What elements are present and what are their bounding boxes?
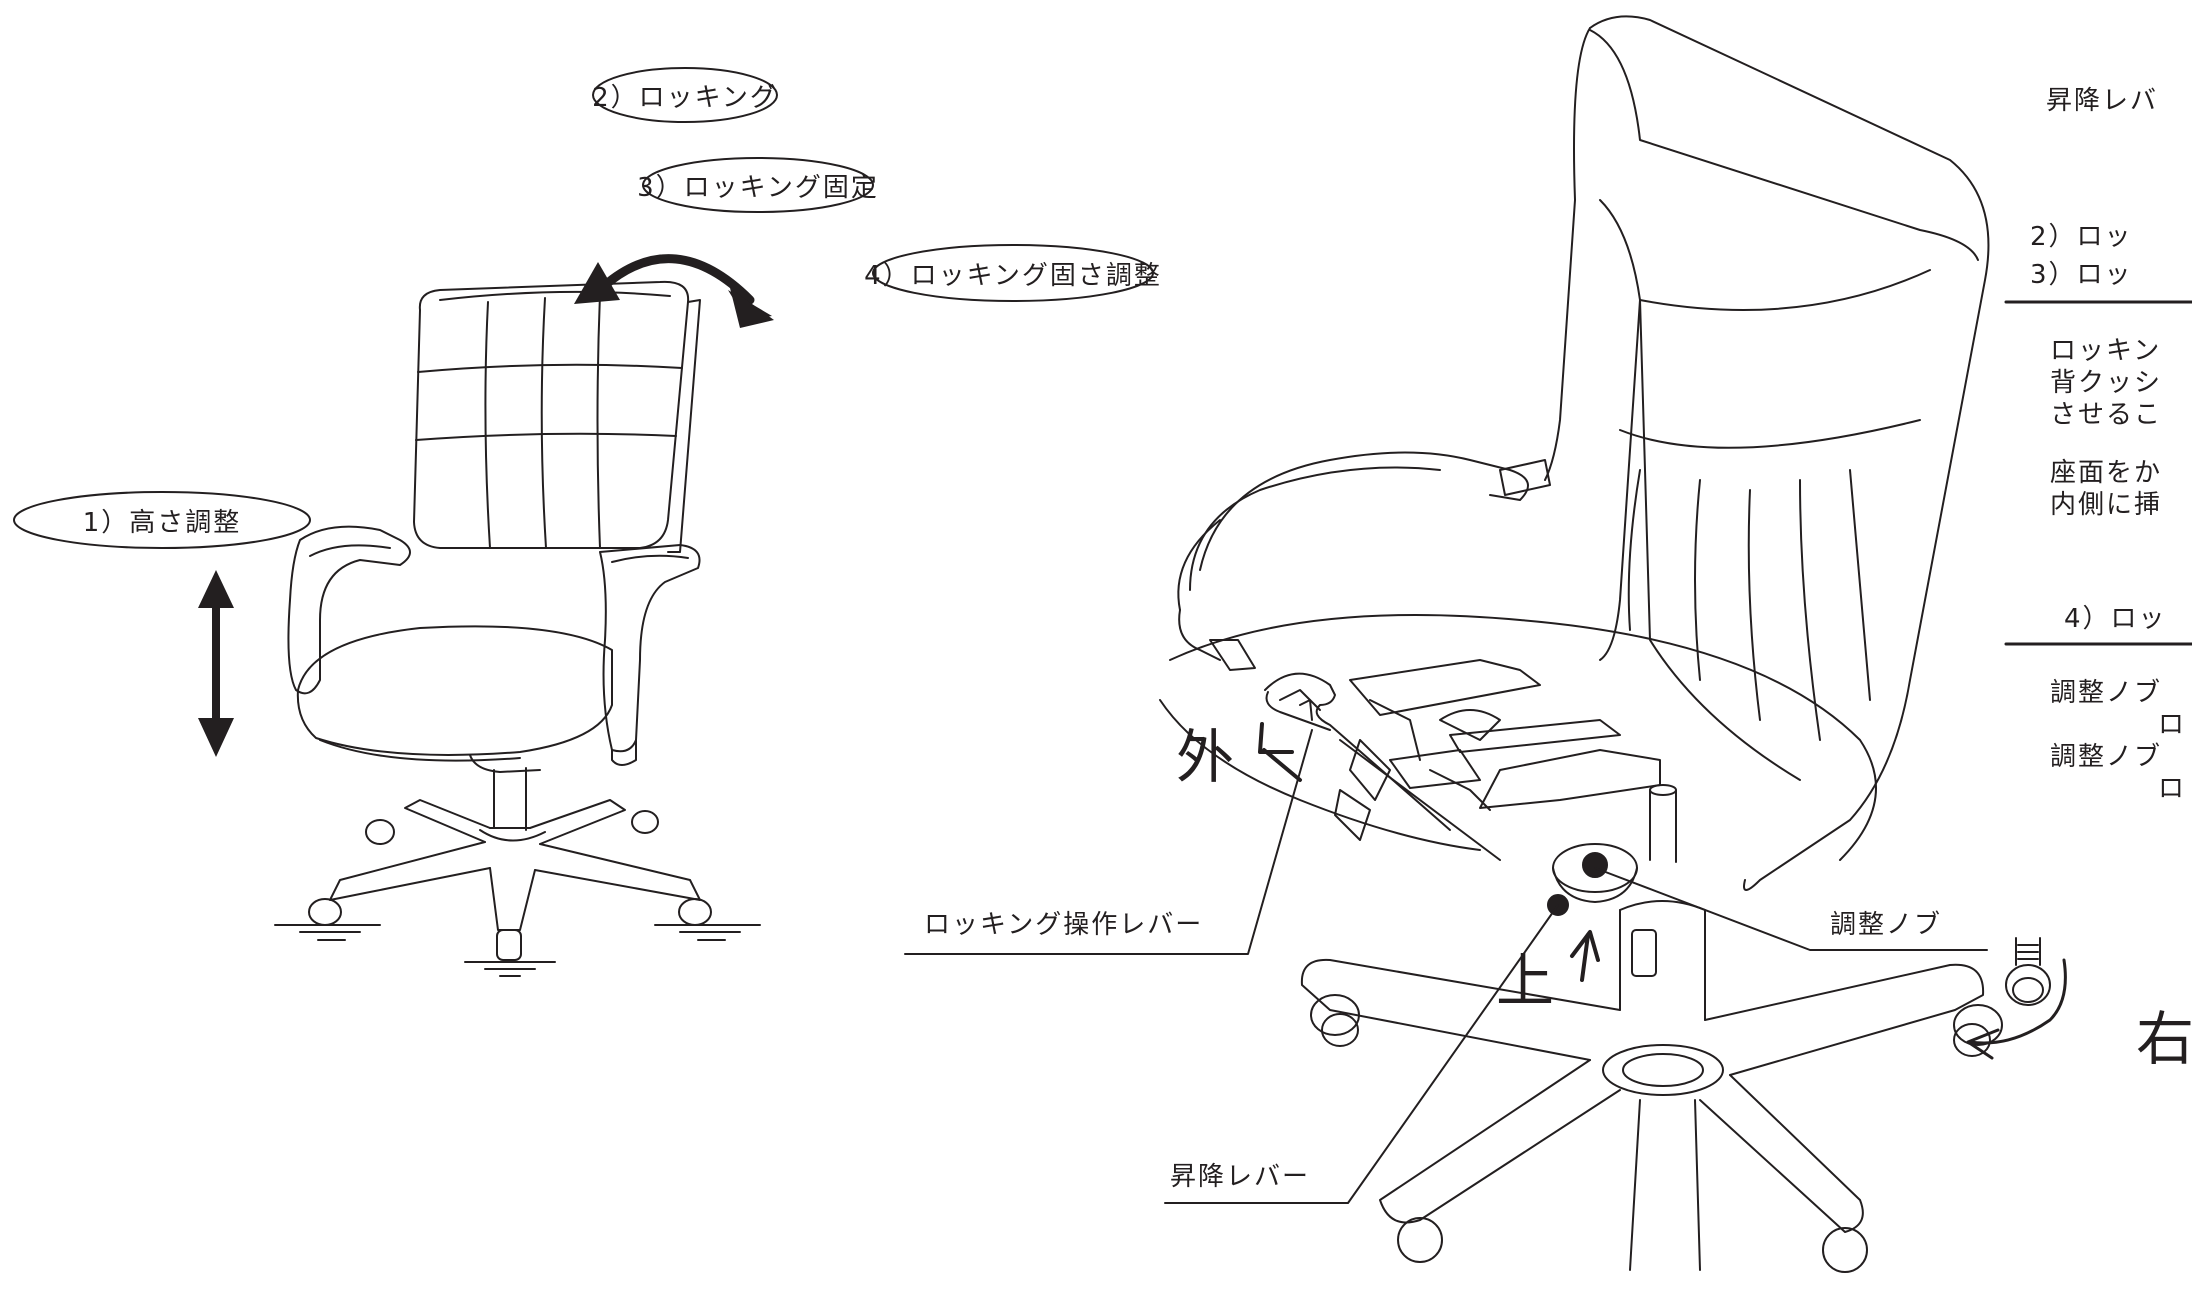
instruction-rocking-heading-b: 3）ロッ <box>2030 260 2133 290</box>
leader-rocking-lever <box>904 729 1313 955</box>
label-right: 右 <box>2136 1005 2192 1073</box>
label-lift-lever: 昇降レバー <box>1170 1162 1311 1192</box>
callout-rocking-lock: 3）ロッキング固定 <box>637 172 879 203</box>
oval-rocking-tension <box>872 244 1154 302</box>
oval-rocking-lock <box>642 157 874 213</box>
instruction-tension-heading: 4）ロッ <box>2064 604 2167 634</box>
callout-rocking: 2）ロッキング <box>592 82 778 113</box>
label-adjust-knob: 調整ノブ <box>1830 910 1943 940</box>
oval-height <box>13 491 311 549</box>
label-up: 上 <box>1496 947 1555 1015</box>
instruction-rocking-heading-a: 2）ロッ <box>2030 222 2133 252</box>
small-chair <box>274 280 761 977</box>
instruction-tension-text-2: ロ <box>2158 710 2187 740</box>
instruction-rocking-text-2: 背クッシ <box>2050 368 2163 398</box>
instruction-rocking-text-3: させるこ <box>2050 400 2163 430</box>
instruction-tension-text-1: 調整ノブ <box>2050 678 2163 708</box>
label-outward: 外 <box>1176 723 1235 791</box>
leader-lift-lever <box>1164 904 1559 1204</box>
callout-height: 1）高さ調整 <box>82 507 242 538</box>
large-chair <box>1159 15 2003 1273</box>
oval-rocking <box>592 67 778 123</box>
instruction-rocking-text-5: 内側に挿 <box>2050 490 2163 520</box>
rocking-arrow <box>574 254 774 328</box>
up-arrow <box>1570 930 1600 982</box>
knob-detail <box>2005 937 2051 1006</box>
right-rotation-arrow <box>1968 958 2067 1045</box>
leader-knob <box>1594 867 1988 951</box>
instruction-rocking-text-1: ロッキン <box>2050 336 2162 366</box>
instruction-tension-text-3: 調整ノブ <box>2050 742 2163 772</box>
label-rocking-lever: ロッキング操作レバー <box>924 910 1204 940</box>
instruction-tension-text-4: ロ <box>2158 774 2187 804</box>
callout-rocking-tension: 4）ロッキング固さ調整 <box>864 260 1162 291</box>
height-arrow <box>198 570 234 757</box>
instruction-rocking-text-4: 座面をか <box>2050 458 2163 488</box>
instruction-lift-heading: 昇降レバ <box>2046 86 2159 116</box>
outward-arrow <box>1258 722 1302 782</box>
